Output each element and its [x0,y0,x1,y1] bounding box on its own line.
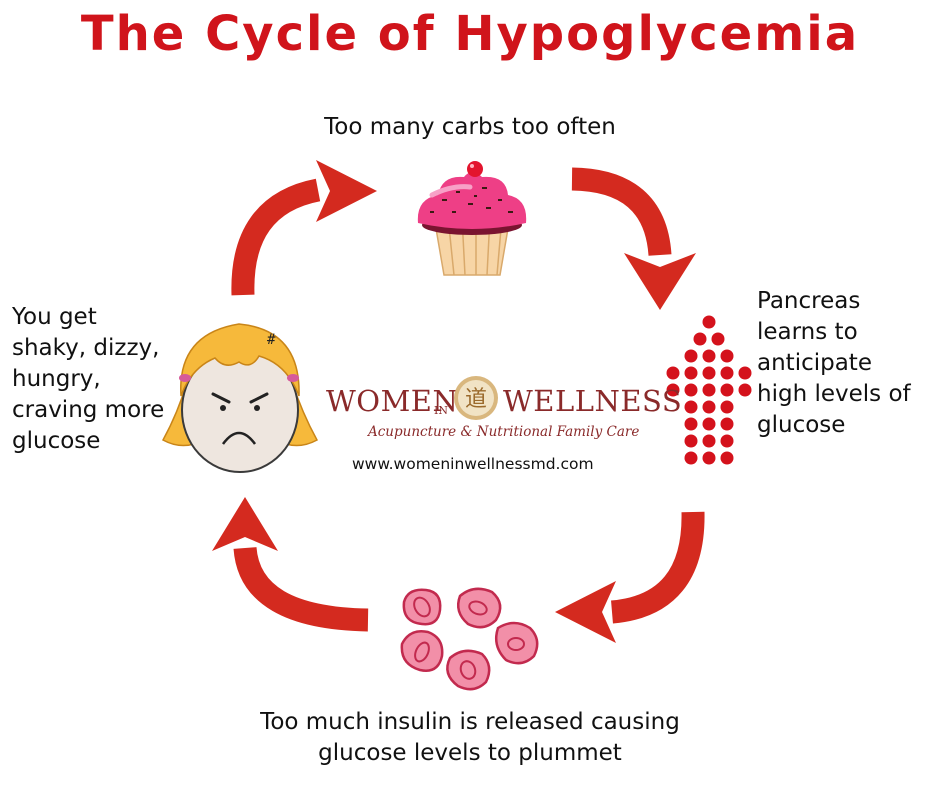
logo-glyph: 道 [465,387,487,412]
step-right-line: high levels of [757,381,911,407]
step-left-line: glucose [12,428,101,454]
arrow-top-to-right [571,167,672,257]
arrowhead-bottom-to-left [212,497,278,551]
cupcake-icon [417,161,527,276]
step-top-label: Too many carbs too often [270,112,670,143]
svg-text:#: # [267,332,276,348]
arrow-up-dots-icon [666,315,752,465]
arrow-bottom-to-left [233,546,369,632]
step-bottom-line: Too much insulin is released causing [260,709,680,735]
logo-word-women: WOMEN [326,384,459,418]
step-bottom-line: glucose levels to plummet [318,740,622,766]
step-right-line: Pancreas [757,288,861,314]
step-left-line: craving more [12,397,165,423]
website-url: www.womeninwellnessmd.com [352,455,594,473]
logo-word-in: IN [434,404,448,417]
step-right-line: learns to [757,319,858,345]
step-left-label: You get shaky, dizzy, hungry, craving mo… [12,302,164,457]
step-right-line: glucose [757,412,846,438]
yin-yang-logo-icon: 道 [454,376,498,420]
step-bottom-label: Too much insulin is released causing glu… [200,707,740,769]
logo-word-wellness: WELLNESS [503,384,683,418]
step-left-line: hungry, [12,366,101,392]
arrowhead-top-to-right [624,253,696,310]
logo-tagline: Acupuncture & Nutritional Family Care [368,424,640,440]
arrow-right-to-bottom [610,511,705,624]
step-right-label: Pancreas learns to anticipate high level… [757,286,911,441]
angry-girl-icon: # [161,323,319,473]
step-left-line: You get [12,304,97,330]
arrowhead-left-to-top [316,160,377,222]
diagram-title: The Cycle of Hypoglycemia [80,6,860,62]
arrowhead-right-to-bottom [555,581,616,643]
step-top-line: Too many carbs too often [324,114,616,140]
arrow-left-to-top [231,178,321,296]
blood-cells-icon [400,587,539,691]
step-right-line: anticipate [757,350,872,376]
step-left-line: shaky, dizzy, [12,335,160,361]
